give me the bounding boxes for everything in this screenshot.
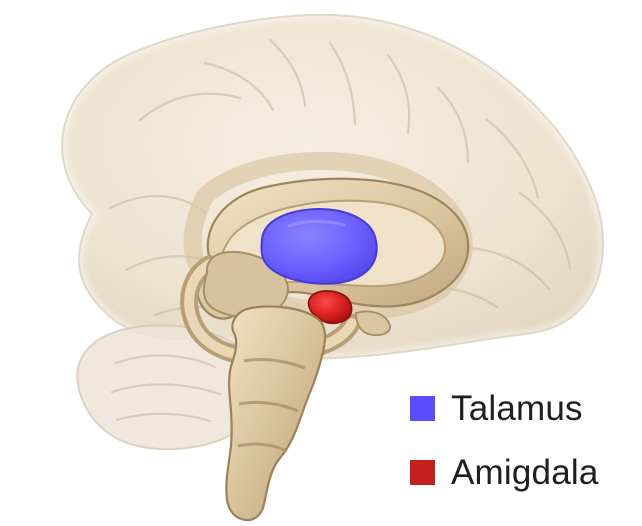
legend-item-amygdala: Amigdala [410, 448, 635, 496]
amygdala-color-swatch [410, 460, 435, 485]
thalamus-structure [262, 209, 377, 284]
brainstem [226, 306, 325, 520]
legend: Talamus Amigdala [410, 384, 635, 512]
thalamus-label: Talamus [451, 391, 583, 426]
legend-item-thalamus: Talamus [410, 384, 635, 432]
amygdala-label: Amigdala [451, 455, 599, 490]
thalamus-color-swatch [410, 396, 435, 421]
